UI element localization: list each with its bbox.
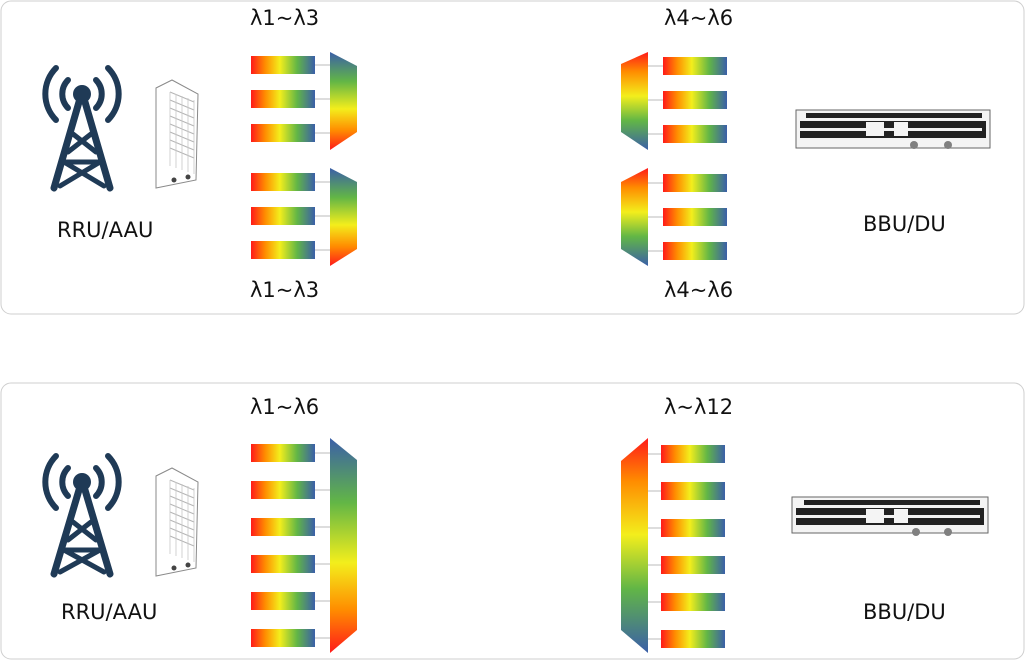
- channel-bar: [251, 90, 315, 108]
- panel-top: RRU/AAU λ1~λ3 λ4~λ6: [0, 0, 1025, 315]
- channel-bar: [251, 207, 315, 225]
- channel-bar: [251, 555, 315, 573]
- channel-bars-right: [648, 174, 727, 260]
- group-right-wavelength-label: λ4~λ6: [664, 6, 733, 30]
- channel-bar: [661, 445, 725, 463]
- wdm-demultiplexer-icon: [621, 52, 648, 150]
- group-left-wavelength-label: λ1~λ6: [250, 395, 319, 419]
- wdm-multiplexer-icon: [330, 438, 357, 653]
- bbu-chassis-icon: [791, 496, 989, 536]
- channel-bars-right: [648, 445, 725, 648]
- rru-label: RRU/AAU: [57, 218, 153, 242]
- radio-tower-icon: [42, 65, 122, 192]
- channel-bar: [251, 56, 315, 74]
- channel-bar: [663, 174, 727, 192]
- wdm-multiplexer-icon: [330, 168, 357, 266]
- panel-frame: [0, 0, 1025, 315]
- channel-bar: [661, 556, 725, 574]
- channel-bar: [661, 593, 725, 611]
- bbu-label: BBU/DU: [863, 212, 946, 236]
- bbu-label: BBU/DU: [863, 600, 946, 624]
- channel-bars-left: [251, 444, 330, 647]
- channel-bar: [661, 519, 725, 537]
- group-right-wavelength-label: λ~λ12: [664, 395, 733, 419]
- channel-bar: [251, 444, 315, 462]
- wdm-demultiplexer-icon: [621, 168, 648, 266]
- channel-bar: [661, 630, 725, 648]
- rru-cabinet-icon: [155, 79, 199, 189]
- wdm-demultiplexer-icon: [621, 438, 648, 653]
- channel-bar: [251, 481, 315, 499]
- channel-bar: [663, 91, 727, 109]
- bbu-chassis-icon: [795, 109, 991, 149]
- channel-bar: [251, 173, 315, 191]
- wdm-multiplexer-icon: [330, 52, 357, 150]
- channel-bar: [251, 241, 315, 259]
- channel-bars-left: [251, 56, 330, 142]
- channel-bar: [251, 518, 315, 536]
- radio-tower-icon: [42, 453, 122, 578]
- panel-bottom: RRU/AAU λ1~λ6 λ~λ12: [0, 382, 1025, 660]
- channel-bar: [663, 125, 727, 143]
- rru-cabinet-icon: [155, 467, 199, 577]
- channel-bars-left: [251, 173, 330, 259]
- group-right-wavelength-label: λ4~λ6: [664, 278, 733, 302]
- channel-bar: [661, 482, 725, 500]
- channel-bar: [663, 208, 727, 226]
- channel-bar: [251, 124, 315, 142]
- channel-bar: [663, 57, 727, 75]
- channel-bars-right: [648, 57, 727, 143]
- group-left-wavelength-label: λ1~λ3: [250, 6, 319, 30]
- rru-label: RRU/AAU: [61, 600, 157, 624]
- channel-bar: [251, 629, 315, 647]
- channel-bar: [663, 242, 727, 260]
- group-left-wavelength-label: λ1~λ3: [250, 278, 319, 302]
- channel-bar: [251, 592, 315, 610]
